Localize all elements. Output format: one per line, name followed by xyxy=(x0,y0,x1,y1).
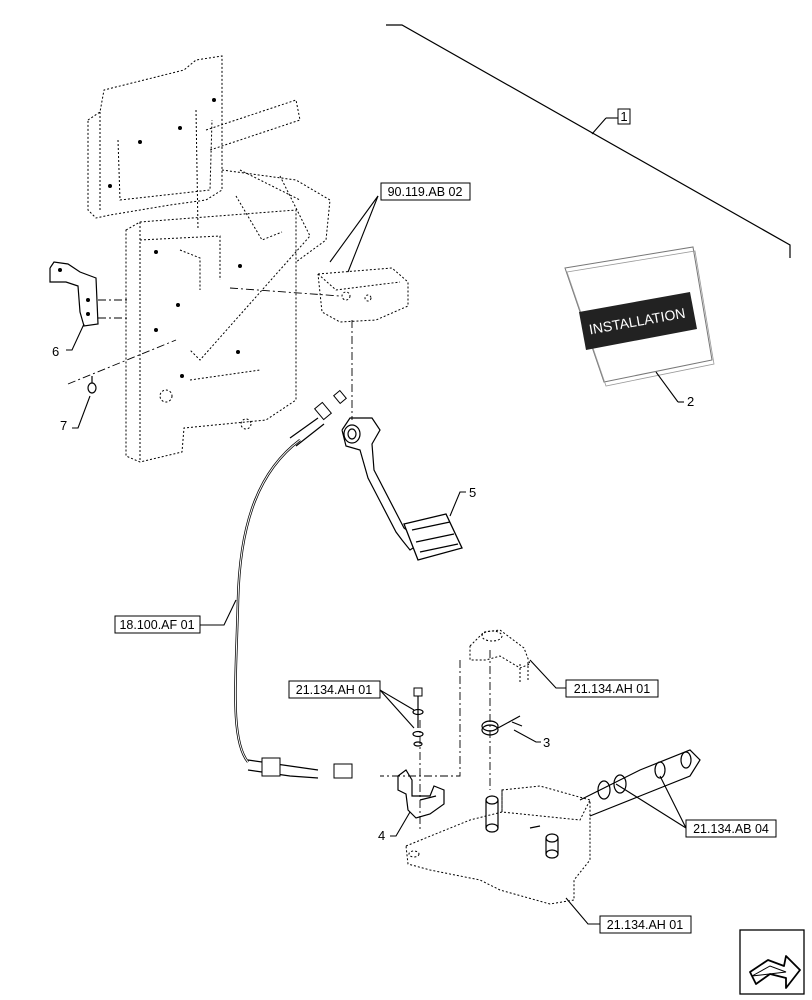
ref-18-100-af-01: 18.100.AF 01 xyxy=(119,618,194,632)
mounting-frame xyxy=(87,55,331,463)
item-7-label: 7 xyxy=(60,418,67,433)
spring-3 xyxy=(481,715,523,736)
bracket-6 xyxy=(49,261,99,327)
bracket-4 xyxy=(397,769,445,819)
callout-ref-3: 21.134.AH 01 xyxy=(288,680,415,729)
clutch-cable xyxy=(234,389,353,779)
callout-3: 3 xyxy=(513,729,550,750)
item-3-label: 3 xyxy=(543,735,550,750)
callout-1: 1 xyxy=(591,108,631,135)
callout-5: 5 xyxy=(449,485,476,517)
callout-ref-6: 21.134.AH 01 xyxy=(565,897,692,934)
ref-21-134-ah-01-a: 21.134.AH 01 xyxy=(296,683,372,697)
callout-ref-5: 21.134.AB 04 xyxy=(615,775,777,838)
installation-manual: INSTALLATION xyxy=(564,246,715,387)
callout-2: 2 xyxy=(655,371,694,409)
callout-ref-2: 18.100.AF 01 xyxy=(114,599,237,634)
clutch-pedal-5 xyxy=(341,417,463,561)
bolt-7 xyxy=(87,376,97,394)
ref-21-134-ah-01-c: 21.134.AH 01 xyxy=(607,918,683,932)
item-5-label: 5 xyxy=(469,485,476,500)
ref-21-134-ab-04: 21.134.AB 04 xyxy=(693,822,769,836)
lever-arm xyxy=(469,629,531,682)
callout-7: 7 xyxy=(60,395,91,433)
centerlines xyxy=(67,287,491,830)
item-2-label: 2 xyxy=(687,394,694,409)
item-6-label: 6 xyxy=(52,344,59,359)
item-1-label: 1 xyxy=(620,109,627,124)
item-4-label: 4 xyxy=(378,828,385,843)
callout-4: 4 xyxy=(378,811,411,843)
ref-21-134-ah-01-b: 21.134.AH 01 xyxy=(574,682,650,696)
valve-plate-assembly xyxy=(405,749,701,905)
bolt-and-washers xyxy=(412,687,424,747)
callout-ref-1: 90.119.AB 02 xyxy=(329,182,471,273)
ref-90-119-ab-02: 90.119.AB 02 xyxy=(388,185,463,199)
pedal-bracket xyxy=(317,267,409,323)
callout-ref-4: 21.134.AH 01 xyxy=(529,659,659,698)
arrow-icon[interactable] xyxy=(739,929,805,995)
installation-kit-line xyxy=(386,24,791,258)
callout-6: 6 xyxy=(52,323,85,359)
